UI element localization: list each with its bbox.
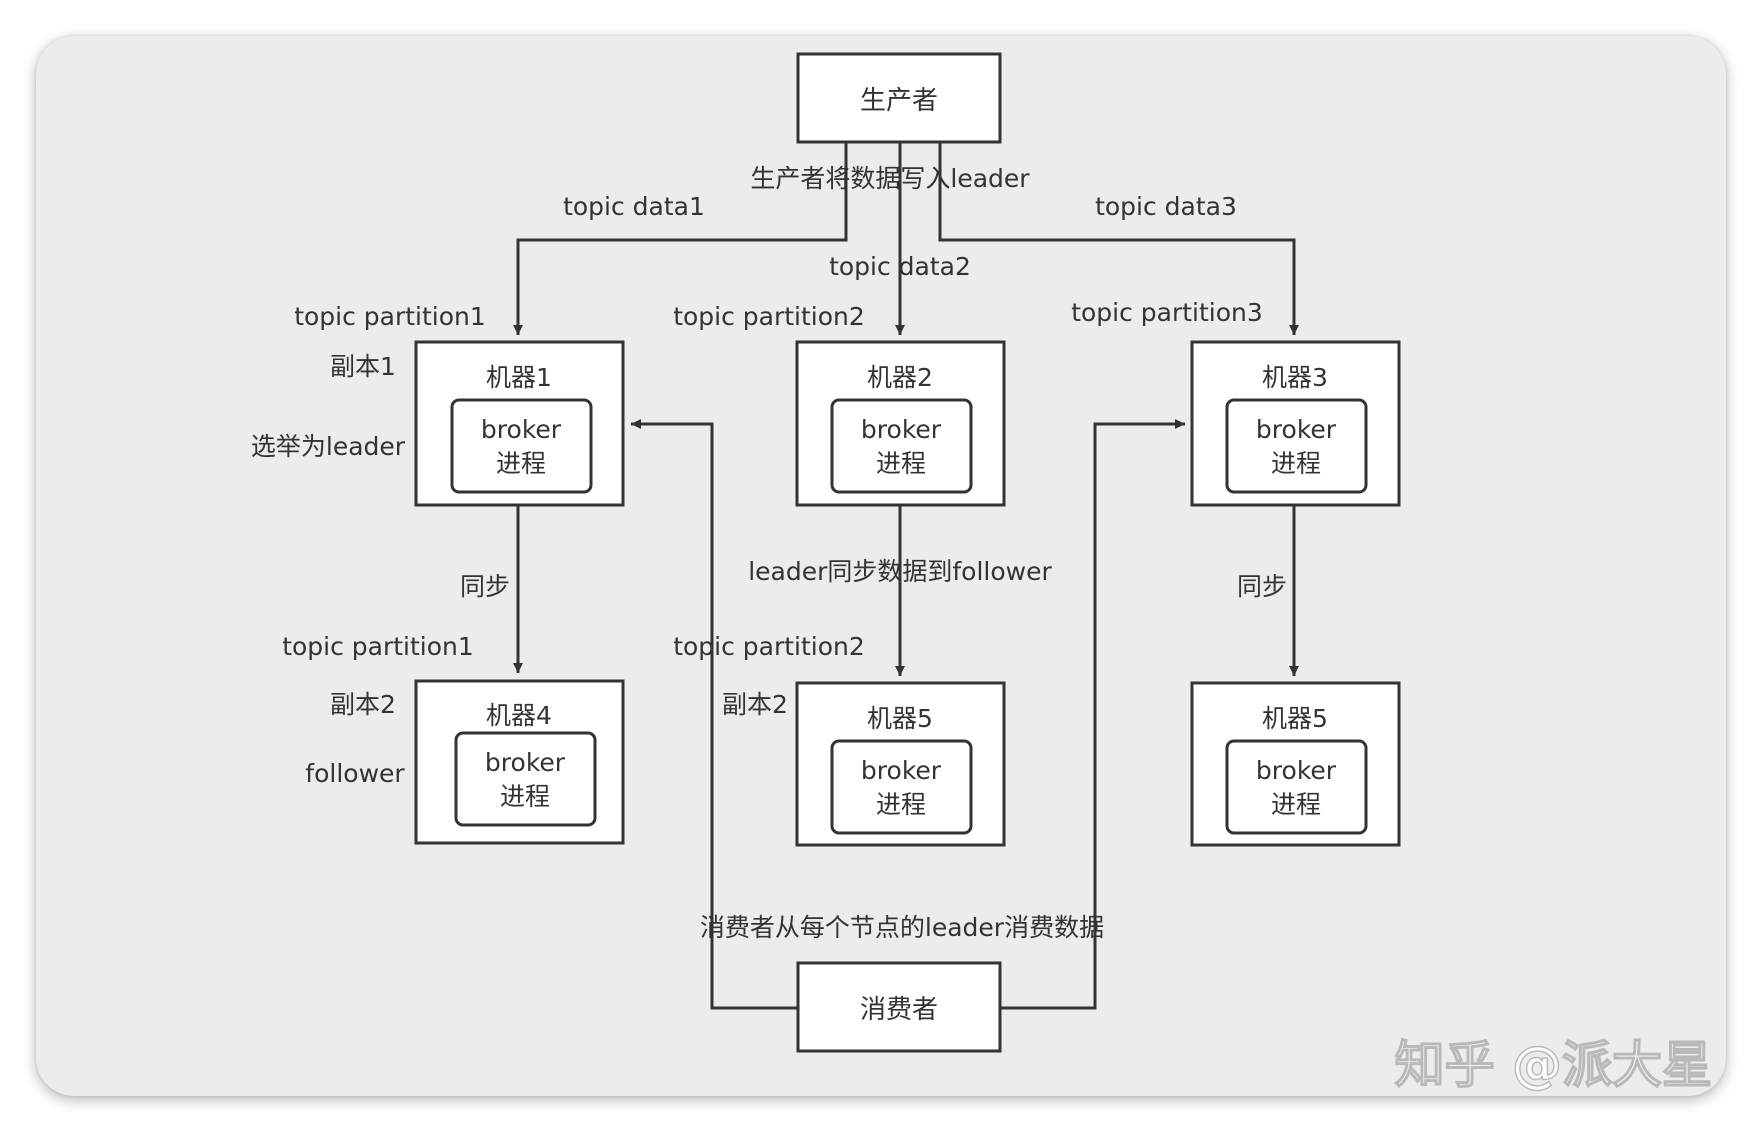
machine2-title: 机器2 <box>867 363 933 392</box>
arrow-consumer-to-machine1 <box>631 419 798 1010</box>
machine6-broker-label: broker <box>1256 756 1337 785</box>
machine5-box: 机器5 broker 进程 <box>795 681 1006 847</box>
machine5-broker-process: broker 进程 <box>830 739 973 835</box>
machine6-process-label: 进程 <box>1271 790 1321 819</box>
topic-data3-label: topic data3 <box>1095 192 1237 221</box>
machine6-title: 机器5 <box>1262 704 1328 733</box>
machine1-title: 机器1 <box>486 363 552 392</box>
producer-write-label: 生产者将数据写入leader <box>750 164 1030 193</box>
machine1-process-label: 进程 <box>496 449 546 478</box>
partition2-bottom-label: topic partition2 <box>673 632 865 661</box>
machine4-box: 机器4 broker 进程 <box>414 679 625 845</box>
replica1-label: 副本1 <box>330 352 396 381</box>
machine4-title: 机器4 <box>486 701 552 730</box>
partition1-top-label: topic partition1 <box>294 302 486 331</box>
machine5-title: 机器5 <box>867 704 933 733</box>
consumer-consume-label: 消费者从每个节点的leader消费数据 <box>700 913 1104 942</box>
follower-label: follower <box>305 759 405 788</box>
partition3-top-label: topic partition3 <box>1071 298 1263 327</box>
machine2-broker-label: broker <box>861 415 942 444</box>
machine6-box: 机器5 broker 进程 <box>1190 681 1401 847</box>
elected-leader-label: 选举为leader <box>251 432 406 461</box>
machine1-broker-process: broker 进程 <box>450 398 593 494</box>
machine3-title: 机器3 <box>1262 363 1328 392</box>
machine3-broker-label: broker <box>1256 415 1337 444</box>
machine5-broker-label: broker <box>861 756 942 785</box>
leader-sync-follower-label: leader同步数据到follower <box>748 557 1052 586</box>
replica2-mid-label: 副本2 <box>722 690 788 719</box>
consumer-label: 消费者 <box>860 995 938 1025</box>
sync-right-label: 同步 <box>1237 572 1287 601</box>
diagram-card <box>36 36 1726 1096</box>
partition1-bottom-label: topic partition1 <box>282 632 474 661</box>
producer-label: 生产者 <box>860 86 938 116</box>
machine3-broker-process: broker 进程 <box>1225 398 1368 494</box>
replica2-left-label: 副本2 <box>330 690 396 719</box>
machine2-box: 机器2 broker 进程 <box>795 340 1006 507</box>
consumer-box: 消费者 <box>796 961 1002 1053</box>
machine4-broker-label: broker <box>485 748 566 777</box>
producer-box: 生产者 <box>796 52 1002 144</box>
arrow-producer-to-machine1 <box>513 142 848 335</box>
machine4-broker-process: broker 进程 <box>454 731 597 827</box>
machine3-process-label: 进程 <box>1271 449 1321 478</box>
arrow-consumer-to-machine3 <box>1000 419 1185 1010</box>
machine5-process-label: 进程 <box>876 790 926 819</box>
machine2-broker-process: broker 进程 <box>830 398 973 494</box>
machine6-broker-process: broker 进程 <box>1225 739 1368 835</box>
topic-data1-label: topic data1 <box>563 192 705 221</box>
sync-left-label: 同步 <box>460 572 510 601</box>
machine3-box: 机器3 broker 进程 <box>1190 340 1401 507</box>
watermark: 知乎 @派大星 <box>1395 1036 1712 1094</box>
machine2-process-label: 进程 <box>876 449 926 478</box>
arrow-producer-to-machine3 <box>938 142 1299 335</box>
topic-data2-label: topic data2 <box>829 252 971 281</box>
partition2-top-label: topic partition2 <box>673 302 865 331</box>
machine4-process-label: 进程 <box>500 782 550 811</box>
machine1-box: 机器1 broker 进程 <box>414 340 625 507</box>
machine1-broker-label: broker <box>481 415 562 444</box>
